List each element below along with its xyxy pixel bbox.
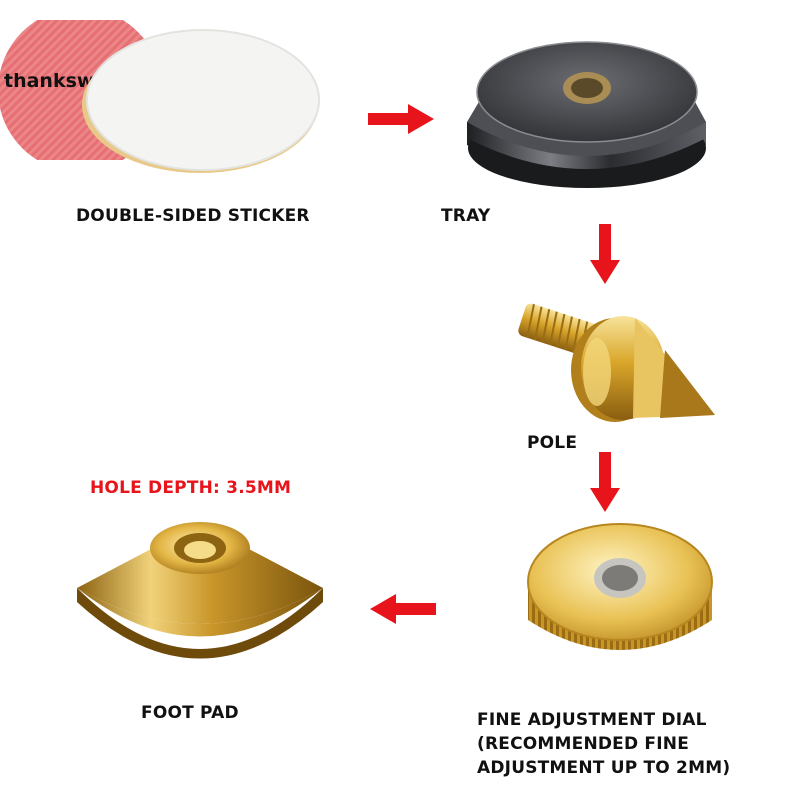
- pole-label: POLE: [527, 433, 578, 453]
- tray-image: [462, 30, 712, 205]
- arrow-right-icon: [368, 104, 436, 134]
- arrow-down-icon: [589, 452, 621, 514]
- foot-pad-image: [75, 510, 325, 675]
- dial-image: [520, 520, 720, 670]
- dial-label-line-2: (RECOMMENDED FINE: [477, 734, 690, 754]
- pole-image: [515, 290, 725, 430]
- hole-depth-label: HOLE DEPTH: 3.5MM: [90, 478, 292, 498]
- dial-label: FINE ADJUSTMENT DIAL (RECOMMENDED FINE A…: [477, 708, 797, 780]
- tray-label: TRAY: [441, 206, 491, 226]
- sticker-label: DOUBLE-SIDED STICKER: [76, 206, 310, 226]
- foot-pad-label: FOOT PAD: [141, 703, 239, 723]
- sticker-image: [75, 25, 325, 175]
- dial-label-line-1: FINE ADJUSTMENT DIAL: [477, 710, 707, 730]
- arrow-down-icon: [589, 224, 621, 286]
- arrow-left-icon: [368, 594, 436, 624]
- dial-label-line-3: ADJUSTMENT UP TO 2MM): [477, 758, 731, 778]
